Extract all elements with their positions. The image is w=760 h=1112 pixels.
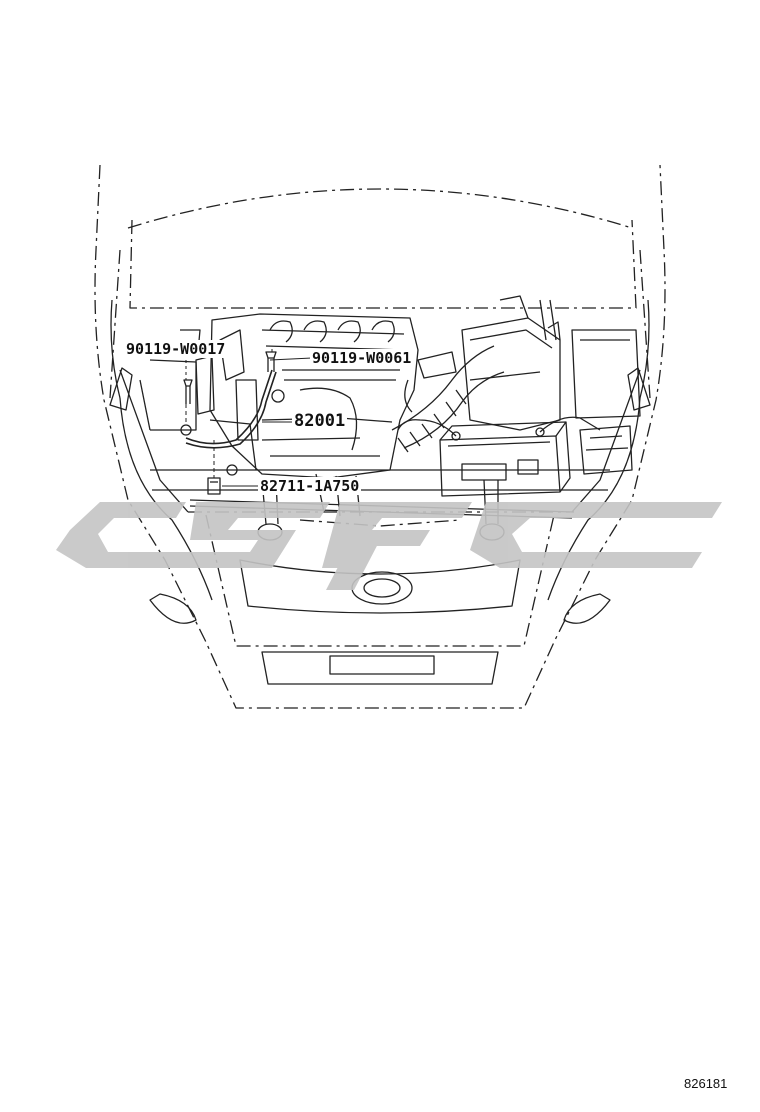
hood-outline [94,164,666,709]
relay-box [539,299,633,475]
part-label-wire-assembly[interactable]: 82001 [292,411,348,431]
watermark-logo [56,502,722,590]
battery [397,416,601,497]
part-label-bolt-right[interactable]: 90119-W0061 [310,349,414,367]
front-body [109,299,651,685]
part-label-clamp[interactable]: 82711-1A750 [258,477,362,495]
bolt-right-drawing [265,351,277,372]
leader-lines [185,346,313,487]
engine-wire [185,369,277,449]
clamp-drawing [207,477,221,495]
bolt-left-drawing [180,379,193,436]
part-label-bolt-left[interactable]: 90119-W0017 [124,340,228,358]
diagram-id: 826181 [684,1076,728,1091]
